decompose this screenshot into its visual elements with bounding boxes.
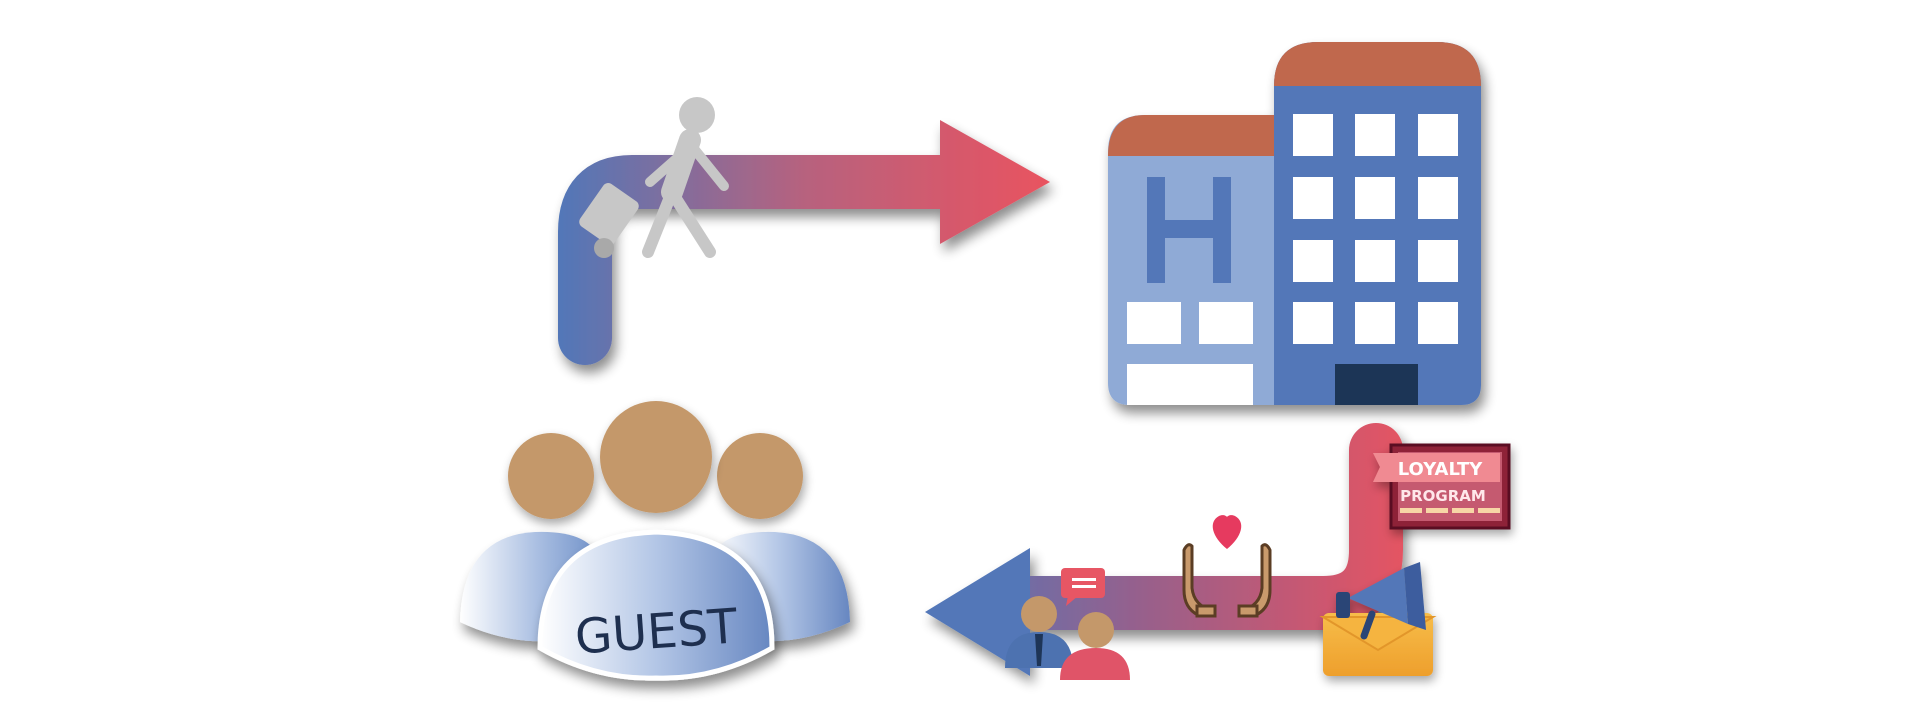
guest-label: GUEST [573, 598, 740, 665]
loyalty-program-sign-icon: LOYALTY PROGRAM [1373, 443, 1511, 530]
hotel-door [1335, 364, 1418, 405]
return-arrow [925, 423, 1403, 676]
guest-group-icon: GUEST [460, 401, 850, 681]
traveler-icon [579, 97, 729, 258]
heart-hands-icon [1182, 515, 1272, 618]
hotel-building-icon [1108, 42, 1481, 405]
loyalty-line2: PROGRAM [1400, 487, 1486, 505]
loyalty-line1: LOYALTY [1398, 459, 1483, 480]
megaphone-envelope-icon [1319, 562, 1437, 676]
customer-service-icon [1005, 568, 1130, 680]
hotel-h-sign [1147, 177, 1231, 283]
hotel-windows [1293, 114, 1458, 344]
